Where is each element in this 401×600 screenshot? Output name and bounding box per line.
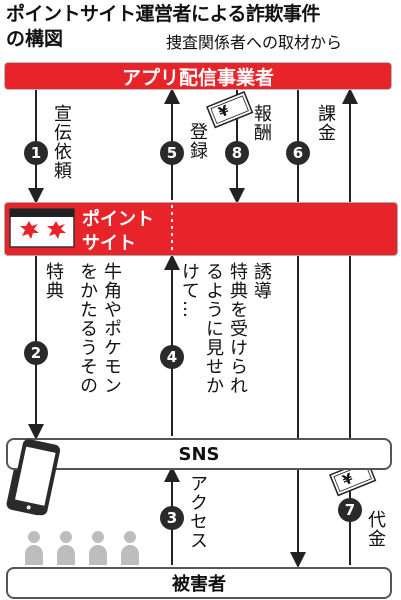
step-3-badge: 3	[160, 506, 184, 530]
point-site-icon-layer	[9, 208, 75, 248]
yen-note-icon	[206, 91, 254, 129]
step-4-detail-3: るように見せか	[203, 262, 224, 395]
step-2-badge: 2	[24, 341, 48, 365]
title-line2: の構図	[6, 28, 64, 50]
step-1-badge: 1	[24, 141, 48, 165]
victim-person-icon	[25, 531, 43, 565]
sns-node: SNS	[6, 438, 392, 470]
point-site-label-1: ポイント	[82, 209, 154, 230]
victim-person-icon	[89, 531, 107, 565]
step-7-label: 代金	[365, 510, 386, 548]
step-4-badge: 4	[160, 345, 184, 369]
dotted-connector	[171, 205, 173, 254]
victim-person-icon	[57, 531, 75, 565]
step-6-label: 課金	[315, 104, 336, 142]
app-operator-node: アプリ配信事業者	[4, 62, 392, 90]
step-4-detail-2: 特典を受けられ	[227, 262, 248, 395]
smartphone-layer	[10, 439, 61, 516]
step-2-detail-2: をかたるうその	[77, 262, 98, 395]
step-3-label: アクセス	[187, 474, 208, 550]
victims-label: 被害者	[172, 574, 226, 595]
step-2-label: 特典	[43, 262, 64, 300]
step-5-label: 登録	[187, 122, 208, 160]
step-1-label: 宣伝依頼	[51, 104, 72, 180]
step-8-badge: 8	[225, 141, 249, 165]
step-4-label: けて…	[179, 262, 200, 319]
title-line1: ポイントサイト運営者による詐欺事件	[6, 3, 320, 25]
step-7-badge: 7	[338, 498, 362, 522]
sns-label: SNS	[178, 443, 220, 465]
app-operator-label: アプリ配信事業者	[121, 66, 274, 89]
step-2-detail-1: 牛角やポケモン	[101, 262, 122, 395]
step-8-label: 報酬	[251, 104, 272, 142]
step-4-detail-1: 誘導	[251, 262, 272, 300]
victim-person-icon	[121, 531, 139, 565]
point-site-label-2: サイト	[82, 233, 136, 254]
source-note: 捜査関係者への取材から	[166, 33, 343, 52]
step-5-badge: 5	[160, 141, 184, 165]
victims-node: 被害者	[6, 567, 392, 599]
step-6-badge: 6	[286, 141, 310, 165]
